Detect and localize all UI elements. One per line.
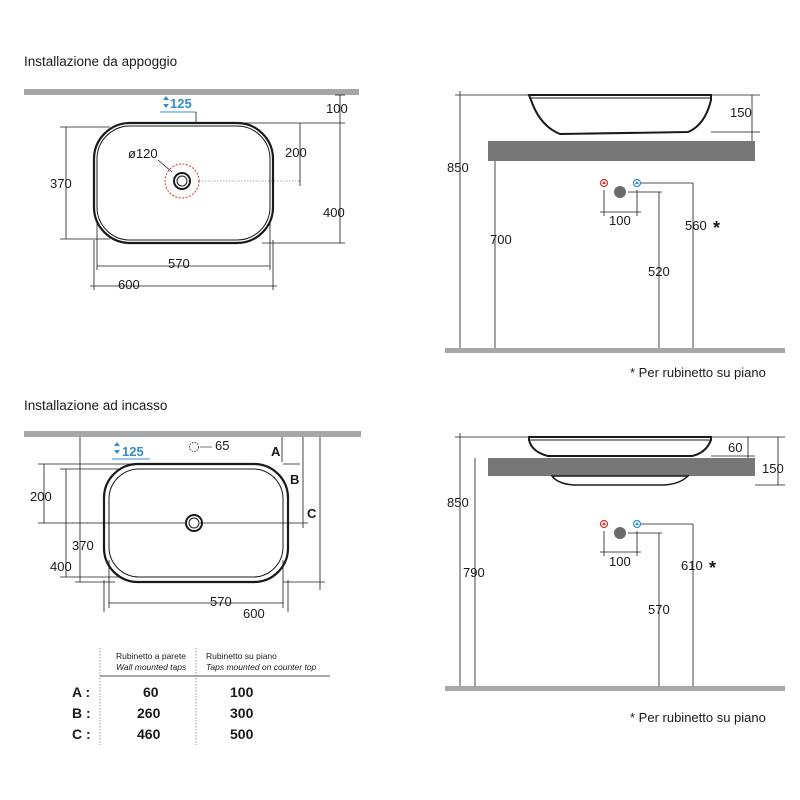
table-row-label: C : (72, 726, 91, 742)
table-row-wall: 60 (143, 684, 159, 700)
table-col2-sub: Taps mounted on counter top (206, 662, 317, 672)
dims-bottom-plan-left (38, 437, 185, 583)
wall-bar-top (24, 89, 359, 95)
tap-label-top: 125 (170, 96, 192, 111)
tap-label-bottom: 125 (122, 444, 144, 459)
dim-600-bottom: 600 (243, 606, 265, 621)
table-row-counter: 500 (230, 726, 254, 742)
dim-600-top: 600 (118, 277, 140, 292)
dim-400-top: 400 (323, 205, 345, 220)
table-col1-sub: Wall mounted taps (116, 662, 187, 672)
drain-hole-top (164, 163, 200, 199)
dim-100-side-top: 100 (609, 213, 631, 228)
dim-570-side-bottom: 570 (648, 602, 670, 617)
basin-plan-top (92, 121, 275, 245)
wall-bar-bottom (24, 431, 361, 437)
label-B: B (290, 472, 299, 487)
dim-850-bottom: 850 (447, 495, 469, 510)
table-col2-title: Rubinetto su piano (206, 651, 277, 661)
hole-diameter-label: ø120 (128, 146, 158, 161)
table-row-label: A : (72, 684, 90, 700)
drain-hole-bottom (185, 514, 203, 532)
dim-610-bottom: 610 (681, 558, 703, 573)
dims-bottom-plan-right (200, 437, 325, 590)
dims-top-plan-right (233, 94, 345, 244)
dim-150-bottom: 150 (762, 461, 784, 476)
footnote-top: * Per rubinetto su piano (630, 365, 766, 380)
floor-bottom (445, 686, 785, 691)
star-top: * (713, 218, 720, 238)
label-C: C (307, 506, 317, 521)
tap-indicator-top: 125 (160, 96, 197, 122)
table-col1-title: Rubinetto a parete (116, 651, 186, 661)
dim-65: 65 (215, 438, 229, 453)
side-view-top (445, 91, 785, 353)
dim-570-top: 570 (168, 256, 190, 271)
floor-top (445, 348, 785, 353)
dim-560-top: 560 (685, 218, 707, 233)
dim-370-top: 370 (50, 176, 72, 191)
dim-570-bottom: 570 (210, 594, 232, 609)
table-row-label: B : (72, 705, 91, 721)
section-title-inset: Installazione ad incasso (24, 398, 167, 413)
dim-60-bottom: 60 (728, 440, 742, 455)
section-title-countertop: Installazione da appoggio (24, 54, 177, 69)
tap-indicator-bottom: 125 (112, 442, 212, 460)
dim-200-bottom: 200 (30, 489, 52, 504)
dim-700-top: 700 (490, 232, 512, 247)
dim-100-side-bottom: 100 (609, 554, 631, 569)
table-row-counter: 300 (230, 705, 254, 721)
dim-370-bottom: 370 (72, 538, 94, 553)
dims-top-plan-left (60, 126, 110, 240)
dimension-table (99, 648, 330, 745)
dims-top-plan-bottom (90, 220, 277, 290)
dim-850-top: 850 (447, 160, 469, 175)
dim-520-top: 520 (648, 264, 670, 279)
dim-100-top: 100 (326, 101, 348, 116)
dim-150-top: 150 (730, 105, 752, 120)
counter-slab-bottom (488, 458, 755, 476)
dims-bottom-plan-bottom (103, 560, 289, 612)
footnote-bottom: * Per rubinetto su piano (630, 710, 766, 725)
table-row-wall: 260 (137, 705, 161, 721)
dim-200-top: 200 (285, 145, 307, 160)
star-bottom: * (709, 558, 716, 578)
label-A: A (271, 444, 281, 459)
side-view-bottom (445, 433, 785, 691)
dim-790-bottom: 790 (463, 565, 485, 580)
table-row-wall: 460 (137, 726, 161, 742)
dim-400-bottom: 400 (50, 559, 72, 574)
table-row-counter: 100 (230, 684, 254, 700)
counter-slab-top (488, 141, 755, 161)
